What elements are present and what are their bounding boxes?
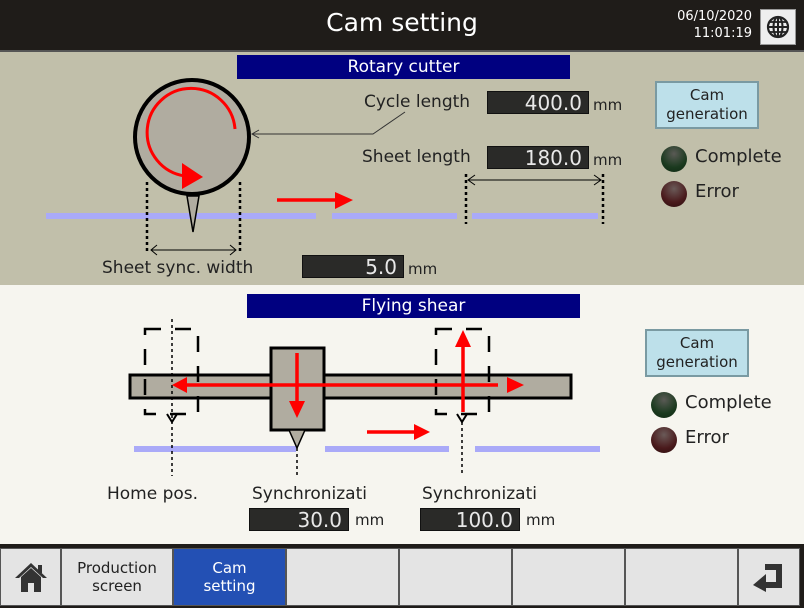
shear-error-lamp-icon	[651, 427, 677, 453]
flying-shear-diagram	[128, 319, 600, 476]
home-pos-label: Home pos.	[107, 484, 199, 504]
shear-blade	[287, 429, 307, 450]
sheet-sync-width-label: Sheet sync. width	[102, 258, 254, 278]
cam-setting-tab[interactable]: Cam setting	[173, 548, 286, 606]
rotation-arrow	[145, 86, 237, 178]
language-button[interactable]	[760, 9, 796, 45]
home-position-ghost	[143, 327, 200, 416]
sync-end-label: Synchronizati	[422, 484, 537, 504]
datetime: 06/10/2020 11:01:19	[677, 8, 752, 42]
cam-setting-label: Cam setting	[203, 559, 256, 595]
flying-shear-panel: Flying shear Home pos. Synchronizati 30.…	[0, 286, 804, 544]
home-button[interactable]	[0, 548, 61, 606]
return-button[interactable]	[738, 548, 800, 606]
cycle-length-leader	[252, 111, 406, 135]
cutter-blade	[186, 195, 200, 233]
shear-complete-lamp-icon	[651, 392, 677, 418]
sync-end-ghost	[434, 327, 491, 416]
production-screen-label: Production screen	[77, 559, 157, 595]
rotary-cutter-panel: Rotary cutter Cycle length 400.0 mm Shee…	[0, 52, 804, 285]
time-text: 11:01:19	[693, 26, 752, 41]
sheet-segment	[475, 446, 600, 452]
rotary-cam-generation-button[interactable]: Cam generation	[655, 81, 759, 129]
sync-start-input[interactable]: 30.0	[249, 508, 349, 532]
sync-start-label: Synchronizati	[252, 484, 367, 504]
rotary-error-lamp-icon	[661, 181, 687, 207]
globe-icon	[766, 15, 790, 39]
sheet-segment	[325, 446, 449, 452]
cycle-length-input[interactable]: 400.0	[487, 91, 589, 115]
shear-complete-label: Complete	[685, 392, 772, 413]
sheet-segment	[472, 213, 598, 219]
cycle-length-label: Cycle length	[364, 92, 471, 112]
shear-error-label: Error	[685, 427, 729, 448]
rotary-cutter-diagram	[46, 78, 605, 256]
page-title: Cam setting	[326, 8, 478, 37]
sync-end-unit: mm	[526, 511, 556, 529]
sheet-sync-width-input[interactable]: 5.0	[302, 255, 404, 279]
rotary-complete-label: Complete	[695, 146, 782, 167]
flying-shear-title: Flying shear	[247, 294, 580, 318]
empty-nav-button-4[interactable]	[625, 548, 738, 606]
sheet-length-label: Sheet length	[362, 147, 471, 167]
sheet-length-unit: mm	[593, 151, 623, 169]
rotary-complete-lamp-icon	[661, 146, 687, 172]
return-icon	[753, 564, 782, 592]
rotary-cutter-title: Rotary cutter	[237, 55, 570, 79]
empty-nav-button-3[interactable]	[512, 548, 625, 606]
home-icon	[14, 563, 47, 592]
production-screen-button[interactable]: Production screen	[61, 548, 173, 606]
header-bar: Cam setting 06/10/2020 11:01:19	[0, 0, 804, 52]
empty-nav-button-2[interactable]	[399, 548, 512, 606]
cycle-length-unit: mm	[593, 96, 623, 114]
sync-end-input[interactable]: 100.0	[420, 508, 520, 532]
footer-nav: Production screen Cam setting	[0, 544, 804, 608]
sheet-segment	[332, 213, 457, 219]
rotation-arrowhead	[182, 163, 203, 189]
sheet-length-input[interactable]: 180.0	[487, 146, 589, 170]
sync-start-unit: mm	[355, 511, 385, 529]
shear-cam-generation-button[interactable]: Cam generation	[645, 329, 749, 377]
rotary-error-label: Error	[695, 181, 739, 202]
sheet-segment	[46, 213, 316, 219]
sheet-sync-width-unit: mm	[408, 260, 438, 278]
empty-nav-button-1[interactable]	[286, 548, 399, 606]
date-text: 06/10/2020	[677, 9, 752, 24]
sheet-segment	[134, 446, 296, 452]
